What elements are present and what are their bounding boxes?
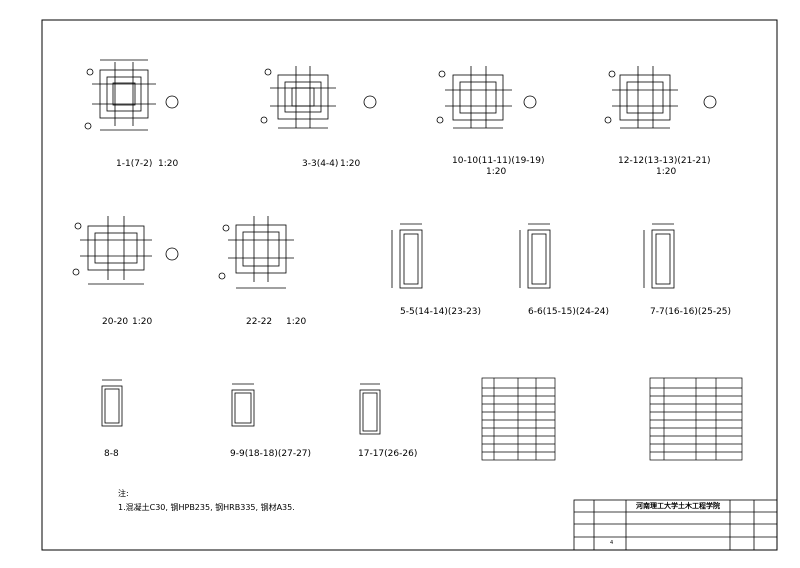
section-scale-1: 1:20 [158, 159, 178, 169]
rebar-table-left [481, 377, 556, 461]
section-20-20 [72, 216, 179, 285]
section-scale-6: 1:20 [286, 317, 306, 327]
section-label-9: 7-7(16-16)(25-25) [650, 307, 731, 317]
section-22-22 [218, 216, 294, 289]
section-label-7: 5-5(14-14)(23-23) [400, 307, 481, 317]
section-label-3: 10-10(11-11)(19-19) [452, 156, 545, 166]
section-3-3 [260, 66, 377, 129]
section-label-10: 8-8 [104, 449, 119, 459]
section-1-1 [84, 59, 179, 131]
section-scale-5: 1:20 [132, 317, 152, 327]
section-label-5: 20-20 [102, 317, 128, 327]
section-7-7 [643, 223, 675, 289]
section-label-8: 6-6(15-15)(24-24) [528, 307, 609, 317]
section-scale-3: 1:20 [486, 167, 506, 177]
section-8-8 [101, 379, 123, 427]
section-label-1: 1-1(7-2) [116, 159, 152, 169]
notes-heading: 注: [118, 488, 129, 498]
section-label-4: 12-12(13-13)(21-21) [618, 156, 711, 166]
section-scale-4: 1:20 [656, 167, 676, 177]
section-scale-2: 1:20 [340, 159, 360, 169]
sheet-border [41, 19, 778, 551]
title-block [573, 499, 778, 551]
section-17-17 [359, 383, 381, 435]
section-5-5 [391, 223, 423, 289]
notes-line-1: 1.混凝土C30, 钢HPB235, 钢HRB335, 钢材A35. [118, 502, 295, 512]
section-12-12 [604, 66, 717, 129]
section-10-10 [436, 66, 537, 129]
section-label-12: 17-17(26-26) [358, 449, 417, 459]
section-label-2: 3-3(4-4) [302, 159, 338, 169]
title-block-sheet-no: 4 [610, 540, 613, 546]
section-label-6: 22-22 [246, 317, 272, 327]
title-block-company: 河南理工大学土木工程学院 [636, 501, 720, 510]
section-9-9 [231, 383, 255, 427]
section-label-11: 9-9(18-18)(27-27) [230, 449, 311, 459]
rebar-table-right [649, 377, 743, 461]
section-6-6 [519, 223, 551, 289]
